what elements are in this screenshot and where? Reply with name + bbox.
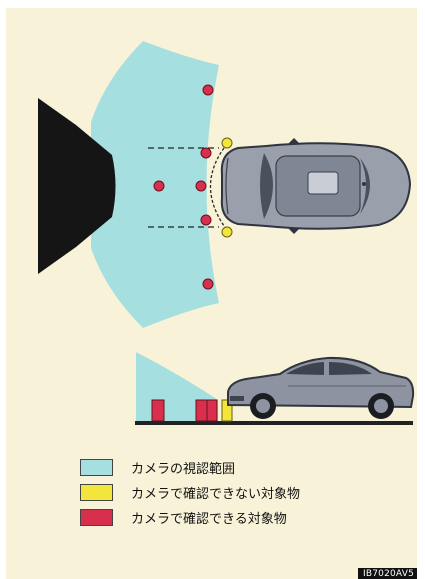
detectable-object-marker: [153, 180, 165, 192]
figure-code: IB7020AV5: [358, 568, 417, 579]
ground-line: [135, 421, 413, 425]
car-side-view: [227, 356, 415, 419]
front-arc: [209, 143, 228, 231]
detectable-object-side: [206, 399, 218, 422]
detectable-object-marker: [200, 147, 212, 159]
undetectable-object-marker: [221, 137, 233, 149]
detectable-object-marker: [200, 214, 212, 226]
legend-swatch-detectable-object: [80, 508, 113, 526]
legend-label-camera-view: カメラの視認範囲: [131, 461, 236, 477]
detectable-object-side: [151, 399, 165, 422]
camera-view-diagram: [38, 41, 415, 425]
detectable-object-marker: [202, 84, 214, 96]
detectable-object-marker: [202, 278, 214, 290]
diagram-panel: カメラの視認範囲 カメラで確認できない対象物 カメラで確認できる対象物 IB70…: [6, 8, 417, 579]
legend-label-detectable-object: カメラで確認できる対象物: [131, 511, 287, 527]
legend-swatch-undetectable-object: [80, 483, 113, 501]
undetectable-object-marker: [221, 226, 233, 238]
legend-item-detectable-object: カメラで確認できる対象物: [80, 507, 287, 527]
legend-item-undetectable-object: カメラで確認できない対象物: [80, 482, 300, 502]
legend-item-camera-view: カメラの視認範囲: [80, 457, 235, 477]
obstacle-wall: [38, 98, 116, 274]
detectable-object-side: [195, 399, 208, 422]
detectable-object-marker: [195, 180, 207, 192]
legend-label-undetectable-object: カメラで確認できない対象物: [131, 486, 301, 502]
car-top-view: [220, 138, 412, 234]
legend-swatch-camera-view: [80, 458, 113, 476]
